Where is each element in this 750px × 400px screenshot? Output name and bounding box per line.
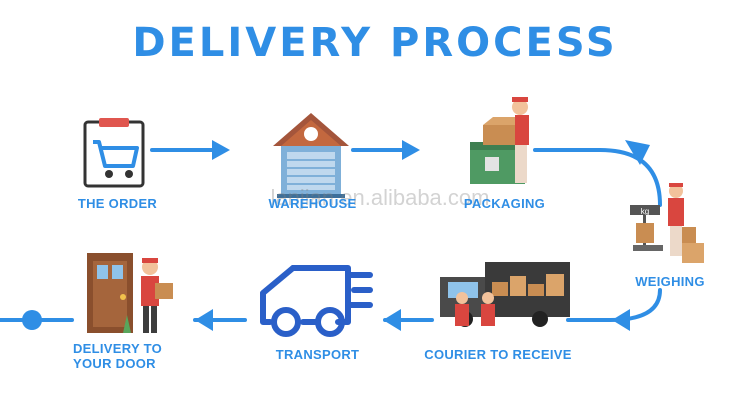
weighing-scale-icon: kg	[630, 183, 704, 263]
step-label-order: THE ORDER	[77, 196, 158, 211]
arrowhead-4	[612, 309, 630, 331]
arrowhead-5	[383, 309, 401, 331]
arrowhead-6	[195, 309, 213, 331]
step-label-delivery-line2: YOUR DOOR	[73, 356, 156, 371]
watermark-text: lanjian.en.alibaba.com	[270, 185, 490, 210]
page-title: DELIVERY PROCESS	[132, 20, 618, 66]
door-delivery-icon	[87, 253, 173, 333]
step-label-warehouse: WAREHOUSE	[268, 196, 357, 211]
step-label-delivery-line1: DELIVERY TO	[72, 341, 163, 356]
arrowhead-3	[625, 140, 650, 165]
step-label-weighing: WEIGHING	[635, 274, 705, 289]
packaging-worker-icon	[470, 97, 529, 184]
start-dot	[22, 310, 42, 330]
svg-text:kg: kg	[641, 207, 649, 216]
step-label-packaging: PACKAGING	[463, 196, 546, 211]
order-clipboard-cart-icon	[83, 118, 145, 188]
courier-truck-icon	[440, 262, 570, 327]
arrow-heads	[195, 140, 650, 331]
flow-arrows	[0, 148, 662, 322]
step-label-courier: COURIER TO RECEIVE	[424, 347, 572, 362]
warehouse-icon	[273, 113, 349, 198]
arrowhead-1	[212, 140, 230, 160]
transport-truck-icon	[260, 265, 373, 337]
arrow-packaging-to-weighing	[533, 148, 662, 207]
arrow-weighing-to-courier	[566, 288, 662, 322]
step-label-transport: TRANSPORT	[275, 347, 360, 362]
arrowhead-2	[402, 140, 420, 160]
step-label-delivery: DELIVERY TO YOUR DOOR	[55, 341, 180, 371]
